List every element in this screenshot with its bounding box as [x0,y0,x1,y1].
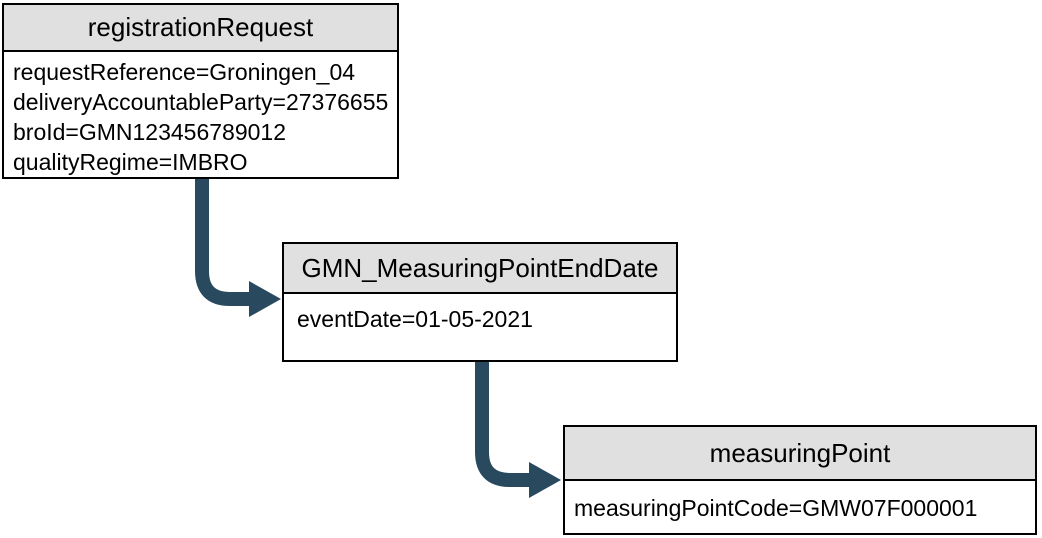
connector-registrationrequest-to-gmn-measuringpointenddate [195,178,281,317]
node-registration-request-header: registrationRequest [4,5,397,52]
attribute-delivery-accountable-party: deliveryAccountableParty=27376655 [13,89,389,115]
node-registration-request: registrationRequest requestReference=Gro… [2,3,399,179]
attribute-event-date: eventDate=01-05-2021 [297,306,533,332]
arrowhead-icon [249,281,281,317]
connector-gmn-measuringpointenddate-to-measuringpoint [475,362,561,498]
node-title: GMN_MeasuringPointEndDate [301,252,659,283]
node-title: registrationRequest [87,12,314,42]
attribute-bro-id: broId=GMN123456789012 [13,119,287,145]
arrowhead-icon [529,462,561,498]
node-gmn-measuring-point-end-date: GMN_MeasuringPointEndDate eventDate=01-0… [282,242,678,362]
node-gmn-measuring-point-end-date-header: GMN_MeasuringPointEndDate [284,244,676,294]
node-measuring-point-body: measuringPointCode=GMW07F000001 [565,481,1035,523]
attribute-measuring-point-code: measuringPointCode=GMW07F000001 [574,495,978,521]
node-registration-request-body: requestReference=Groningen_04 deliveryAc… [4,52,397,177]
attribute-request-reference: requestReference=Groningen_04 [13,59,356,85]
node-measuring-point: measuringPoint measuringPointCode=GMW07F… [563,425,1037,535]
node-measuring-point-header: measuringPoint [565,427,1035,481]
node-gmn-measuring-point-end-date-body: eventDate=01-05-2021 [284,294,676,334]
node-title: measuringPoint [709,437,891,468]
attribute-quality-regime: qualityRegime=IMBRO [13,149,248,175]
